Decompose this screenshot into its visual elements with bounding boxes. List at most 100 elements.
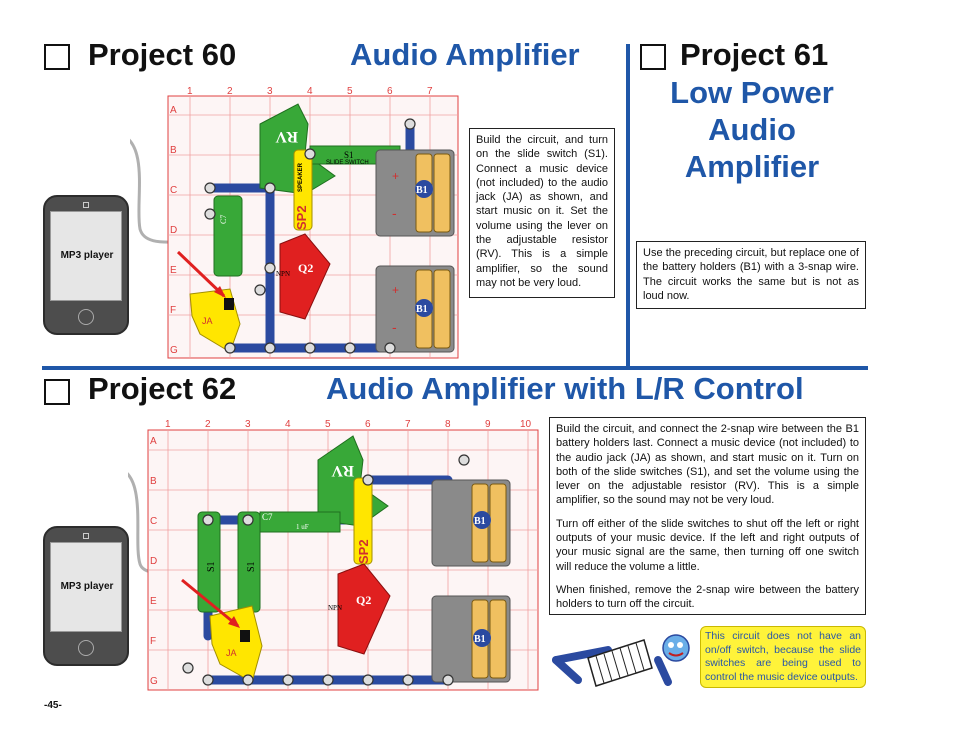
sp2-label: SP2: [356, 539, 371, 564]
project-61-subtitle-line-2: Audio: [708, 112, 796, 147]
mp3-player-top: MP3 player: [43, 195, 129, 335]
col-label-4: 4: [307, 86, 313, 97]
col-label-8: 8: [445, 419, 451, 430]
b1-label-bottom: B1: [474, 634, 486, 645]
project-61-subtitle: Low Power Audio Amplifier: [640, 74, 864, 185]
page-number: -45-: [44, 700, 62, 711]
project-62-instructions: Build the circuit, and connect the 2-sna…: [549, 417, 866, 615]
project-61-instructions-text: Use the preceding circuit, but replace o…: [643, 247, 859, 302]
col-label-3: 3: [245, 419, 251, 430]
row-label-a: A: [150, 436, 157, 447]
snap-contacts: [204, 118, 416, 354]
project-62-circuit-diagram: 1 2 3 4 5 6 7 8 9 10 A B C D E F G RV S1…: [128, 419, 539, 691]
col-label-4: 4: [285, 419, 291, 430]
camera-icon: [83, 533, 89, 539]
s1-right-label: S1: [246, 561, 257, 572]
project-61-subtitle-line-1: Low Power: [670, 75, 834, 110]
divider-vertical: [626, 44, 630, 366]
col-label-10: 10: [520, 419, 532, 430]
row-label-d: D: [150, 556, 157, 567]
project-61-checkbox[interactable]: [640, 44, 666, 70]
project-62-instructions-p1: Build the circuit, and connect the 2-sna…: [556, 423, 859, 507]
project-61-instructions: Use the preceding circuit, but replace o…: [636, 241, 866, 309]
home-button-icon: [78, 640, 94, 656]
row-label-b: B: [150, 476, 157, 487]
mp3-player-bottom: MP3 player: [43, 526, 129, 666]
project-61-subtitle-line-3: Amplifier: [684, 149, 820, 184]
project-62-instructions-p2: Turn off either of the slide switches to…: [556, 517, 859, 573]
col-label-5: 5: [325, 419, 331, 430]
row-label-e: E: [170, 265, 177, 276]
npn-label: NPN: [328, 604, 342, 612]
jack-socket: [224, 298, 234, 310]
row-label-f: F: [150, 636, 156, 647]
s1-left-label: S1: [206, 561, 217, 572]
slide-switch-s1-left: [197, 511, 221, 613]
row-label-g: G: [170, 345, 178, 356]
q2-label: Q2: [356, 593, 371, 607]
plus-bottom: +: [392, 283, 399, 297]
speaker-sp2: [293, 149, 313, 231]
ja-label: JA: [202, 316, 213, 326]
project-60-subtitle: Audio Amplifier: [350, 37, 580, 72]
arrowhead-icon: [228, 616, 240, 628]
project-60-instructions-text: Build the circuit, and turn on the slide…: [476, 134, 608, 289]
speaker-label: SPEAKER: [298, 162, 304, 192]
arrow-icon: [176, 250, 226, 298]
npn-label: NPN: [276, 270, 290, 278]
project-62-subtitle: Audio Amplifier with L/R Control: [326, 371, 804, 406]
minus-top: -: [392, 205, 397, 221]
capacitor-c7: [259, 511, 341, 533]
project-62-title: Project 62: [88, 371, 237, 406]
project-62-checkbox[interactable]: [44, 379, 70, 405]
project-60-circuit-diagram: 1 2 3 4 5 6 7 A B C D E F G RV S1 SLIDE …: [130, 86, 459, 359]
project-61-title: Project 61: [680, 37, 829, 72]
col-label-1: 1: [165, 419, 171, 430]
sp2-label: SP2: [294, 205, 309, 230]
snap-contacts: [182, 454, 470, 686]
col-label-7: 7: [405, 419, 411, 430]
col-label-1: 1: [187, 86, 193, 97]
col-label-5: 5: [347, 86, 353, 97]
rv-label: RV: [275, 128, 298, 145]
camera-icon: [83, 202, 89, 208]
b1-label-bottom: B1: [416, 304, 428, 315]
transistor-q2: [337, 563, 391, 655]
arrow-icon: [181, 578, 239, 628]
col-label-9: 9: [485, 419, 491, 430]
rv-label: RV: [331, 462, 354, 479]
row-label-b: B: [170, 145, 177, 156]
project-60-instructions: Build the circuit, and turn on the slide…: [469, 128, 615, 298]
col-label-6: 6: [387, 86, 393, 97]
capacitor-c7: [213, 195, 243, 277]
project-60-checkbox[interactable]: [44, 44, 70, 70]
phone-screen: MP3 player: [50, 542, 122, 632]
home-button-icon: [78, 309, 94, 325]
piano-keyboard-icon: [587, 639, 653, 687]
minus-bottom: -: [392, 319, 397, 335]
q2-label: Q2: [298, 261, 313, 275]
audio-cable: [130, 138, 176, 244]
ja-label: JA: [226, 648, 237, 658]
project-60-title: Project 60: [88, 37, 237, 72]
mp3-player-label: MP3 player: [60, 581, 114, 592]
slide-switch-label: SLIDE SWITCH: [326, 160, 369, 166]
mascot-icon: [662, 634, 690, 662]
note-text: This circuit does not have an on/off swi…: [705, 630, 861, 683]
project-62-instructions-p3: When finished, remove the 2-snap wire be…: [556, 583, 859, 611]
uf-label: 1 uF: [296, 523, 309, 531]
plus-top: +: [392, 169, 399, 183]
row-label-c: C: [150, 516, 157, 527]
col-label-3: 3: [267, 86, 273, 97]
row-label-e: E: [150, 596, 157, 607]
row-label-a: A: [170, 105, 177, 116]
b1-label-top: B1: [416, 185, 428, 196]
transistor-q2: [279, 233, 331, 320]
arrowhead-icon: [214, 286, 226, 298]
b1-label-top: B1: [474, 516, 486, 527]
phone-screen: MP3 player: [50, 211, 122, 301]
note-box: This circuit does not have an on/off swi…: [700, 626, 866, 688]
col-label-2: 2: [227, 86, 233, 97]
row-label-c: C: [170, 185, 177, 196]
row-label-g: G: [150, 676, 158, 687]
